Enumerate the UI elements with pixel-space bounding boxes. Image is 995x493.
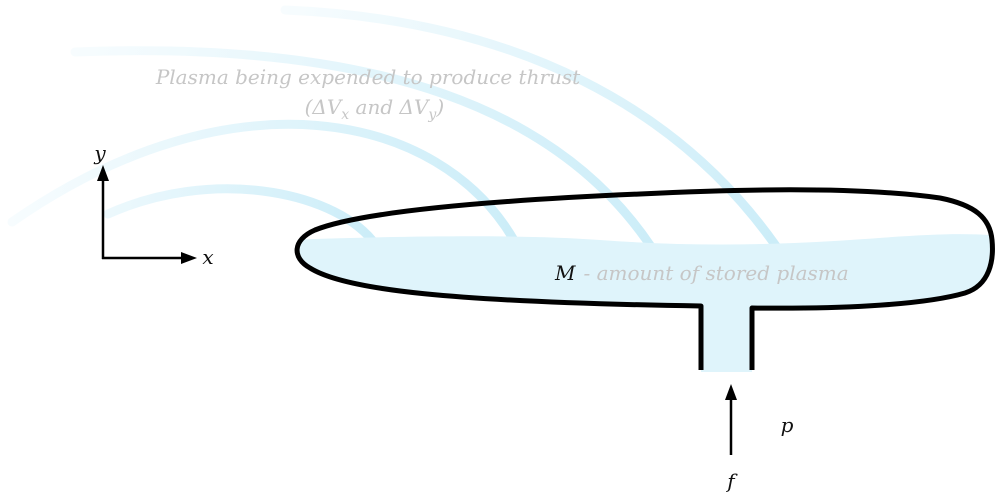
stored-plasma-description: - amount of stored plasma [583, 261, 848, 285]
inflow-arrow [725, 384, 737, 455]
tank-outline [294, 187, 995, 370]
plasma-stream-2 [7, 119, 520, 247]
stored-plasma-symbol: M [554, 261, 576, 285]
x-axis-label: x [202, 245, 213, 269]
plasma-stream-1 [103, 184, 377, 245]
thrust-caption-line-1: Plasma being expended to produce thrust [155, 65, 581, 89]
caption-subscript-x: x [341, 107, 349, 123]
coordinate-axes: y x [93, 141, 213, 269]
caption-close-paren: ) [435, 95, 444, 119]
x-axis-arrow [102, 252, 197, 264]
caption-delta-v-open: (ΔV [305, 95, 344, 119]
thrust-caption-line-2: (ΔVx and ΔVy) [273, 95, 463, 123]
stored-plasma-label: M - amount of stored plasma [554, 261, 849, 285]
pressure-label: p [781, 413, 794, 437]
caption-subscript-y: y [427, 107, 437, 123]
flow-label: f [725, 469, 738, 493]
y-axis-label: y [93, 141, 106, 165]
caption-delta-v-middle: and ΔV [349, 95, 431, 119]
y-axis-arrow [97, 165, 109, 259]
